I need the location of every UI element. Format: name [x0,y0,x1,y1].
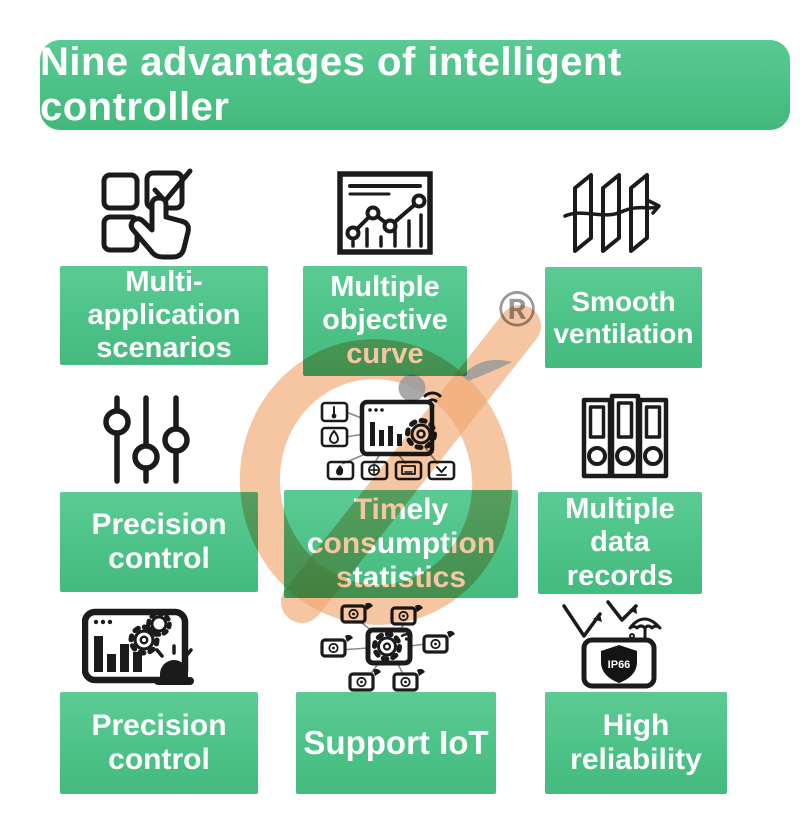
advantage-label-data-records: Multiple data records [538,492,702,594]
ip66-label: IP66 [608,659,631,671]
advantage-label-multi-application: Multi- application scenarios [60,266,268,365]
iot-network-icon [320,602,455,692]
registered-trademark-symbol: ® [498,281,536,337]
advantage-label-precision-control-1: Precision control [60,492,258,592]
advantage-label-smooth-ventilation: Smooth ventilation [545,267,702,368]
page-title: Nine advantages of intelligent controlle… [40,40,622,129]
advantage-label-objective-curve: Multiple objective curve [303,266,467,376]
dashboard-sensors-icon [320,391,456,481]
advantage-label-consumption-statistics: Timely consumption statistics [284,490,518,598]
multi-select-tap-icon [101,168,193,260]
objective-curve-chart-icon [337,171,433,255]
header-banner: Nine advantages of intelligent controlle… [40,40,790,130]
sliders-icon [103,395,190,484]
louver-airflow-icon [563,173,661,253]
advantage-label-high-reliability: High reliability [545,692,727,794]
advantage-label-precision-control-2: Precision control [60,692,258,794]
monitor-alert-icon [82,608,194,685]
ip66-shield-icon: IP66 [562,600,662,689]
advantage-label-support-iot: Support IoT [296,692,496,794]
binders-icon [581,393,669,479]
